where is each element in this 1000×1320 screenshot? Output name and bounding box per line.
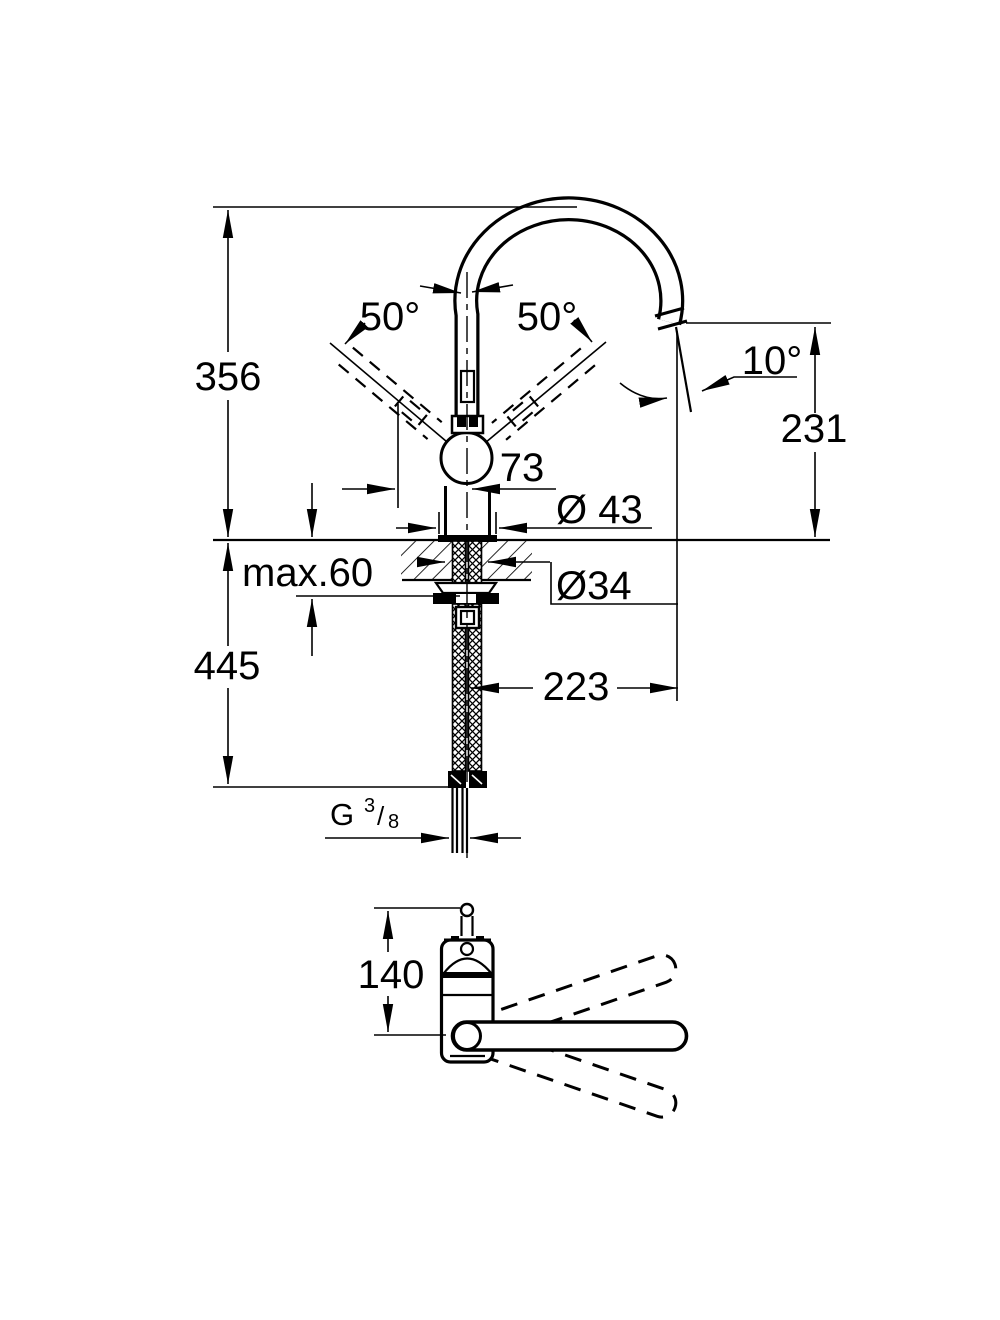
label-swing-right: 50° [517,295,578,339]
label-handle-offset: 73 [500,446,545,490]
label-outlet-angle: 10° [742,339,803,383]
top-view: 140 [358,902,689,1119]
spout-top-view [450,1020,689,1052]
svg-text:8: 8 [388,811,399,833]
label-swing-left: 50° [360,295,421,339]
mounting-shank [433,540,499,604]
cartridge-band [443,972,492,978]
label-shank-diameter: Ø34 [556,564,632,608]
outlet-cap-line-2 [657,319,688,331]
label-spout-reach: 223 [543,665,610,709]
leader-10deg [701,375,797,392]
svg-text:/: / [377,801,385,831]
lever-top-view [459,902,475,936]
svg-text:3: 3 [364,795,375,817]
angle-line-left [329,342,467,459]
dimensions-top [374,907,460,1036]
label-base-diameter: Ø 43 [556,488,643,532]
swivel-arc [619,382,668,408]
svg-text:G: G [330,797,354,832]
spout-position-down-dashed [462,1024,678,1119]
spout-position-up-dashed [462,953,678,1048]
outlet-cap-line-1 [654,306,685,318]
dimensions-front [213,206,831,844]
front-view: 356 50° 50° 10° 231 73 Ø 43 max.60 Ø34 4… [194,196,848,858]
lever-pin-circle [459,941,475,957]
leader-dia34 [550,562,678,605]
cartridge-dome [443,957,492,974]
label-outlet-height: 231 [781,407,848,451]
label-below-deck: 445 [194,644,261,688]
spout-pivot [452,1021,482,1051]
outlet-angle-line [674,326,693,413]
horseshoe-washer [433,581,499,595]
label-thread-size: G 3 / 8 [330,795,399,833]
label-counter-thickness: max.60 [242,551,373,595]
spout-and-neck [453,196,688,442]
label-height-total: 356 [195,355,262,399]
label-body-height: 140 [358,953,425,997]
angle-line-right [466,341,607,459]
